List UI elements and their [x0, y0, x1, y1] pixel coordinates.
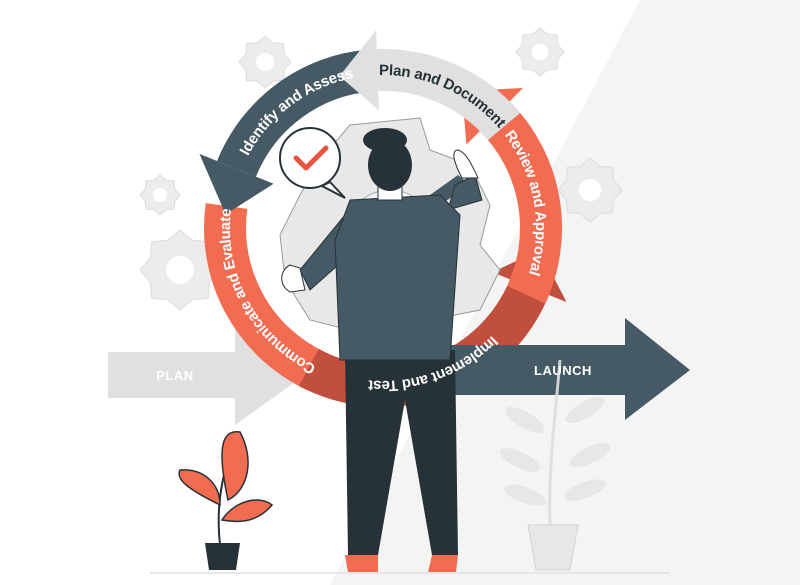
gear-icon-group	[139, 27, 623, 311]
arrow-body	[204, 203, 326, 391]
arrow-head	[339, 30, 379, 111]
person-figure	[281, 128, 483, 572]
launch-label: LAUNCH	[534, 363, 592, 378]
cycle-step-arrow	[339, 30, 521, 141]
arrow-body	[376, 49, 521, 141]
gear-icon	[515, 27, 565, 77]
plant-icon	[178, 431, 274, 570]
plant-icon	[499, 359, 611, 571]
arrow-head	[199, 153, 274, 215]
plan-label: PLAN	[156, 368, 193, 383]
checkmark-bubble-icon	[279, 127, 346, 199]
gear-icon	[139, 174, 181, 216]
gear-icon	[557, 157, 623, 223]
gear-icon	[238, 35, 292, 89]
cycle-step-arrow	[204, 203, 326, 391]
arrow-body	[479, 101, 562, 304]
launch-arrow	[440, 318, 690, 420]
floor-line	[150, 572, 670, 574]
gear-icon	[139, 229, 221, 311]
